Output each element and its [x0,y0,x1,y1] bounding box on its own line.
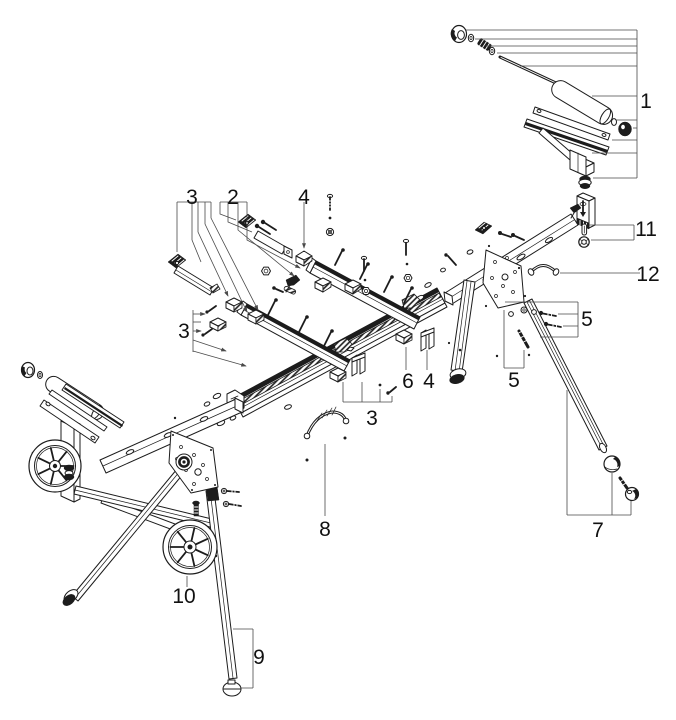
callout-label-10: 10 [172,585,195,608]
callout-label-3a: 3 [186,186,198,209]
bolt-washer-set-5 [520,306,562,328]
callout-label-5b: 5 [508,369,520,392]
small-hardware-top [261,193,371,295]
screw-3c [386,386,397,395]
left-carriage-assembly [20,361,242,697]
callout-label-12: 12 [636,263,659,286]
clamp-shoe [344,279,362,295]
right-leg-assembly [402,221,640,502]
clamp-shoe [314,277,332,293]
wheel-center [162,519,218,575]
clamp-hook-4b [420,327,435,352]
callout-label-4a: 4 [298,186,310,209]
callout-label-3b: 3 [178,320,190,343]
callout-label-4b: 4 [423,370,435,393]
callout-label-6: 6 [402,370,414,393]
clamp-hook-3c [351,352,366,377]
support-handle-12 [527,264,560,276]
leg-foot-ball [603,455,621,473]
fence-clamp-set-left [167,253,221,296]
roller-assembly [450,24,632,177]
callout-label-2: 2 [227,186,239,209]
rail-clamp-blocks [201,297,265,337]
bolt-dot [378,383,382,387]
fence-clamp-set-mid [237,213,293,259]
carry-handle [284,404,350,462]
callout-label-11: 11 [635,218,657,241]
callout-label-9: 9 [253,646,265,669]
clamp-foot-3c [329,367,347,383]
callout-label-1: 1 [640,90,652,113]
callout-label-3c: 3 [366,407,378,430]
saw-mount-bar-b [236,298,353,372]
clamp-foot-6 [395,329,413,345]
callout-label-8: 8 [319,518,331,541]
cam-lever-5 [495,311,531,358]
callout-label-7: 7 [592,519,604,542]
callout-labels: 1 2 3 3 3 4 4 5 5 6 7 8 9 10 11 12 [172,90,659,669]
callout-leader-lines [176,29,640,689]
callout-label-5a: 5 [581,308,593,331]
clamp-wedge-4 [295,250,313,267]
right-post-assembly [527,158,596,276]
knob-bolt [618,476,640,502]
